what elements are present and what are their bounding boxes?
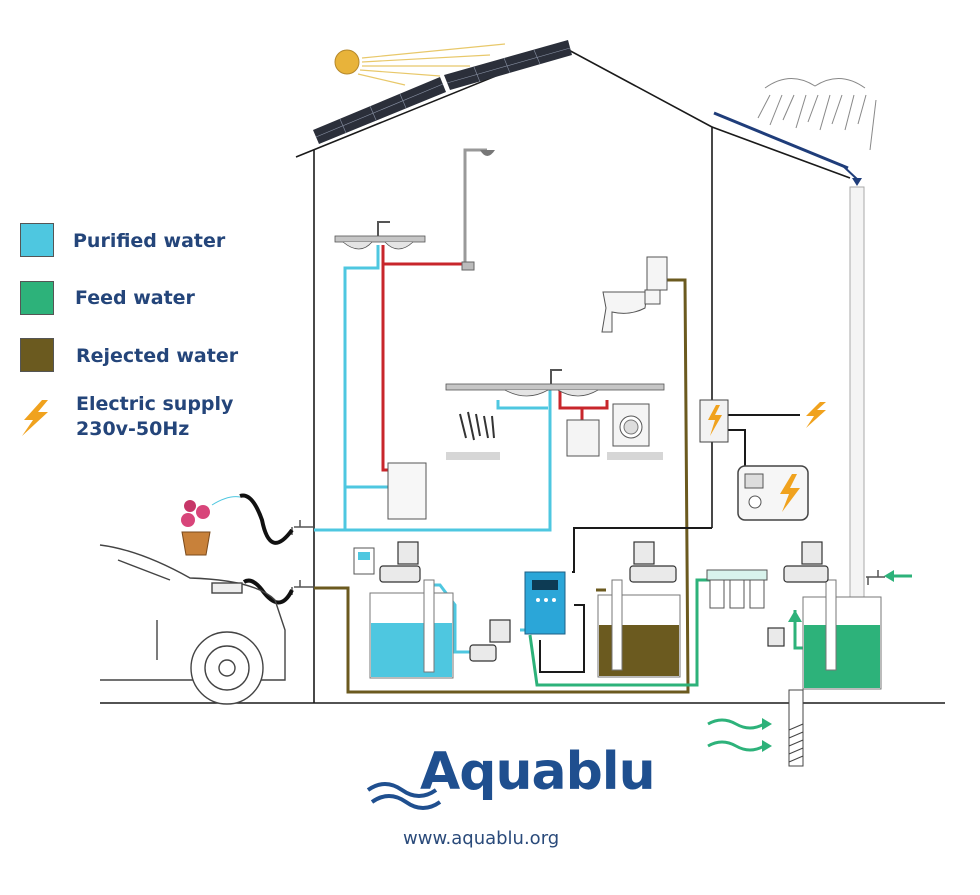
legend-swatch-rejected — [20, 338, 54, 372]
filter-cartridges — [706, 569, 768, 609]
control-panel — [524, 571, 566, 635]
washing-machine-icon — [612, 403, 650, 447]
solar-panel — [313, 40, 572, 144]
garden-hose — [239, 493, 294, 605]
rejected-water-pipes — [314, 278, 690, 694]
shower-icon — [461, 148, 495, 271]
legend-label-rejected: Rejected water — [76, 345, 239, 367]
purified-water-tank — [369, 579, 454, 679]
flower-pot-icon — [181, 496, 241, 556]
pump-icon — [379, 541, 829, 662]
electrical-box — [699, 399, 729, 443]
legend-label-feed: Feed water — [75, 287, 195, 309]
inlet-arrow — [884, 570, 912, 582]
generator-icon — [737, 465, 809, 521]
legend-label-purified: Purified water — [73, 230, 226, 252]
cutlery-icon — [459, 411, 495, 441]
sun-icon — [334, 43, 506, 86]
well-pump — [788, 610, 804, 767]
uv-controller — [353, 547, 375, 575]
brand-name: Aquablu — [420, 742, 656, 802]
groundwater-arrows — [707, 718, 772, 752]
legend-label-voltage: 230v-50Hz — [76, 418, 190, 440]
car-icon — [99, 544, 286, 705]
feed-water-tank — [802, 579, 882, 690]
brand-wave-icon — [366, 782, 442, 810]
house-outline — [100, 47, 945, 704]
legend-swatch-purified — [20, 223, 54, 257]
hot-water-tank-icon — [387, 462, 427, 520]
brand-logo: Aquablu — [368, 742, 656, 802]
website-link[interactable]: www.aquablu.org — [403, 828, 560, 849]
legend-label-electric: Electric supply — [76, 393, 234, 415]
legend-swatch-feed — [20, 281, 54, 315]
feed-water-pipes — [528, 578, 805, 687]
registered-mark: ® — [623, 763, 632, 773]
lightning-bolt-icon — [806, 402, 826, 428]
purified-water-pipes — [314, 245, 552, 654]
lightning-bolt-icon — [22, 400, 48, 436]
rain-cloud-icon — [757, 78, 877, 151]
water-heater-icon — [566, 419, 600, 457]
kitchen-counter — [445, 369, 665, 460]
rain-gutter — [713, 111, 865, 598]
rejected-water-tank — [597, 579, 681, 678]
washbasin-icon — [334, 221, 426, 250]
toilet-icon — [601, 256, 668, 333]
